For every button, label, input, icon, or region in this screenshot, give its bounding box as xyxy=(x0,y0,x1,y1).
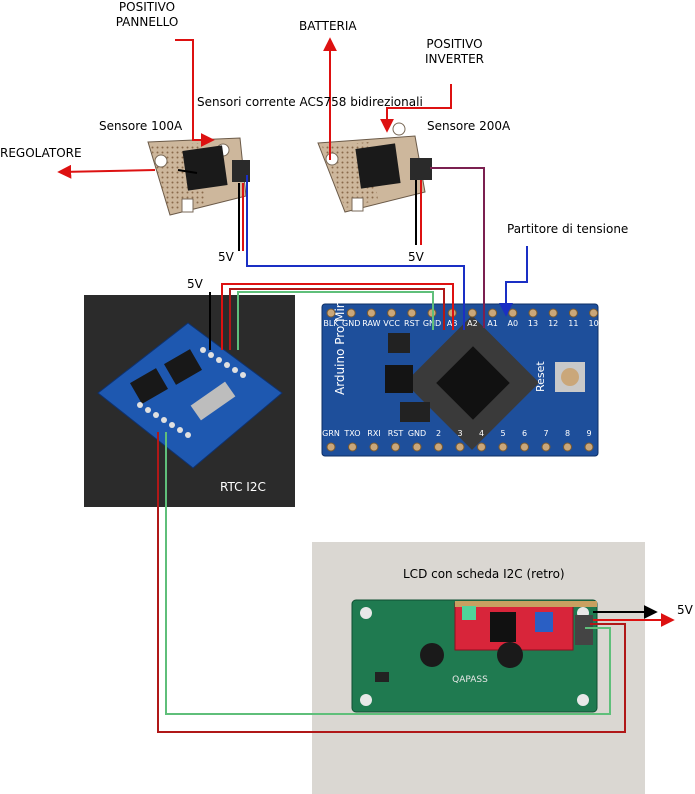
arduino-top-pin-label-7: A2 xyxy=(467,319,478,328)
arduino-top-pin-0 xyxy=(326,308,336,318)
rtc-top-hole-2 xyxy=(216,357,222,363)
arduino-bottom-pin-5 xyxy=(434,442,443,452)
label-sensore-200a: Sensore 200A xyxy=(427,119,511,133)
arduino-top-pin-9 xyxy=(508,308,518,318)
arduino-bottom-pin-label-8: 5 xyxy=(500,429,505,438)
label-lcd: LCD con scheda I2C (retro) xyxy=(403,567,565,581)
arduino-top-pin-2 xyxy=(366,308,376,318)
arduino-bottom-pin-label-10: 7 xyxy=(543,429,548,438)
reset-label: Reset xyxy=(534,361,547,392)
rtc-top-hole-1 xyxy=(208,352,214,358)
label-5v-rtc: 5V xyxy=(187,277,203,291)
label-positivo-inverter-line1: POSITIVO xyxy=(426,37,483,51)
label-positivo-pannello-line1: POSITIVO xyxy=(118,0,176,14)
label-5v-sensor-100a: 5V xyxy=(218,250,234,264)
arduino-board-label: Arduino Pro Mini xyxy=(333,297,347,395)
rtc-top-hole-4 xyxy=(232,367,238,373)
arduino-bottom-pin-label-9: 6 xyxy=(522,429,527,438)
label-positivo-inverter: POSITIVO INVERTER xyxy=(417,37,492,67)
arduino-top-pin-label-4: RST xyxy=(404,319,420,328)
arduino-bottom-pin-1 xyxy=(348,442,357,452)
rtc-bottom-hole-4 xyxy=(169,422,175,428)
arduino-bottom-pin-label-2: RXI xyxy=(367,429,380,438)
rtc-bottom-hole-5 xyxy=(177,427,183,433)
arduino-bottom-pin-label-7: 4 xyxy=(479,429,484,438)
arduino-top-pin-4 xyxy=(407,308,417,318)
arduino-top-pin-label-9: A0 xyxy=(508,319,519,328)
arduino-top-pin-11 xyxy=(548,308,558,318)
arduino-top-pin-13 xyxy=(589,308,599,318)
arduino-top-pin-12 xyxy=(568,308,578,318)
arduino-bottom-pin-label-6: 3 xyxy=(457,429,462,438)
arduino-top-pin-1 xyxy=(346,308,356,318)
arduino-top-pin-label-1: GND xyxy=(342,319,360,328)
arduino-bottom-pin-12 xyxy=(584,442,594,452)
label-5v-lcd: 5V xyxy=(677,603,693,617)
label-batteria: BATTERIA xyxy=(299,19,357,33)
rtc-bottom-hole-0 xyxy=(137,402,143,408)
arduino-bottom-pin-label-11: 8 xyxy=(565,429,570,438)
arduino-top-pin-label-13: 10 xyxy=(589,319,599,328)
rtc-bottom-hole-6 xyxy=(185,432,191,438)
lcd-brand-label: QAPASS xyxy=(452,675,488,685)
rtc-top-hole-3 xyxy=(224,362,230,368)
arduino-top-pin-label-10: 13 xyxy=(528,319,538,328)
arduino-bottom-pin-8 xyxy=(498,442,508,452)
rtc-top-hole-0 xyxy=(200,347,206,353)
arduino-top-pin-label-2: RAW xyxy=(362,319,380,328)
rtc-bottom-hole-3 xyxy=(161,417,167,423)
rtc-bottom-hole-2 xyxy=(153,412,159,418)
rtc-i2c-module xyxy=(97,322,283,469)
arduino-bottom-pin-label-3: RST xyxy=(388,429,404,438)
arduino-top-pin-label-11: 12 xyxy=(548,319,558,328)
label-positivo-inverter-line2: INVERTER xyxy=(424,52,485,66)
arduino-bottom-pin-3 xyxy=(391,442,400,452)
arduino-top-pin-8 xyxy=(488,308,498,318)
sensor-100a xyxy=(147,137,250,216)
rtc-bottom-hole-1 xyxy=(145,407,151,413)
label-5v-sensor-200a: 5V xyxy=(408,250,424,264)
arduino-top-pin-label-0: BLK xyxy=(323,319,339,328)
arduino-top-pin-label-12: 11 xyxy=(568,319,578,328)
arduino-bottom-pin-0 xyxy=(326,442,336,452)
arduino-bottom-pin-2 xyxy=(369,442,379,452)
label-positivo-pannello-line2: PANNELLO xyxy=(115,15,179,29)
label-sensore-100a: Sensore 100A xyxy=(99,119,183,133)
arduino-bottom-pin-label-5: 2 xyxy=(436,429,441,438)
arduino-bottom-pin-6 xyxy=(455,442,465,452)
arduino-bottom-pin-11 xyxy=(563,442,572,452)
arduino-bottom-pin-10 xyxy=(541,442,551,452)
label-regolatore: REGOLATORE xyxy=(0,146,82,160)
label-rtc-i2c: RTC I2C xyxy=(220,480,266,494)
arduino-bottom-pin-4 xyxy=(412,442,422,452)
arduino-top-pin-label-8: A1 xyxy=(487,319,498,328)
arduino-top-pin-10 xyxy=(528,308,538,318)
arduino-bottom-pin-9 xyxy=(520,442,529,452)
sensor-200a xyxy=(317,122,432,213)
arduino-bottom-pin-7 xyxy=(477,442,486,452)
label-sensori-title: Sensori corrente ACS758 bidirezionali xyxy=(197,95,423,109)
arduino-top-pin-7 xyxy=(467,308,477,318)
arduino-bottom-pin-label-4: GND xyxy=(408,429,426,438)
arduino-top-pin-3 xyxy=(387,308,397,318)
arduino-bottom-pin-label-12: 9 xyxy=(586,429,591,438)
label-positivo-pannello: POSITIVO PANNELLO xyxy=(112,0,182,30)
wires xyxy=(57,37,675,733)
arduino-bottom-pin-label-1: TXO xyxy=(343,429,360,438)
arduino-top-pin-label-3: VCC xyxy=(383,319,400,328)
rtc-top-hole-5 xyxy=(240,372,246,378)
arduino-bottom-pin-label-0: GRN xyxy=(322,429,340,438)
label-partitore: Partitore di tensione xyxy=(507,222,629,236)
lcd-i2c-module: QAPASS xyxy=(351,599,598,713)
